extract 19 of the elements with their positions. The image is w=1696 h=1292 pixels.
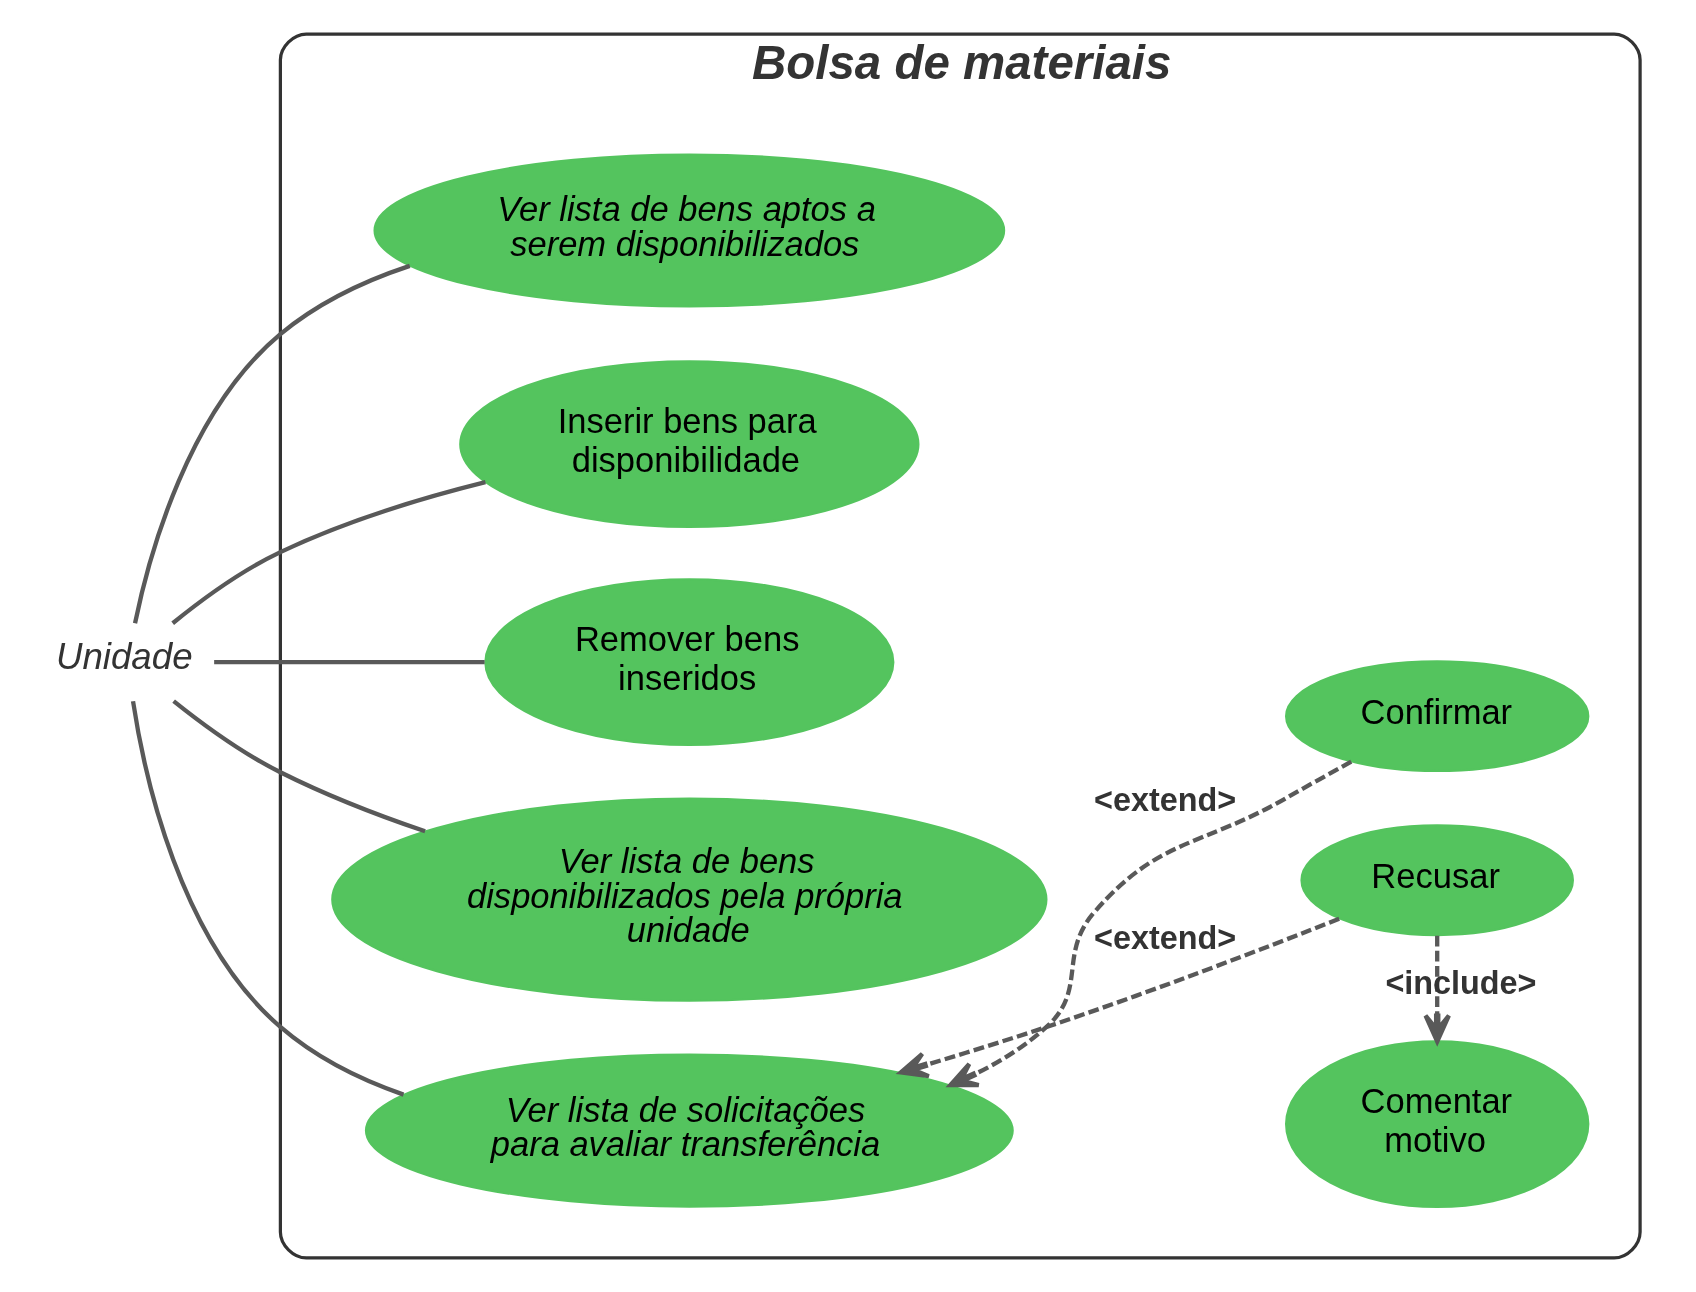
node-ellipse: Remover bens inseridos [484,578,895,747]
node-ellipse: Ver lista de bens aptos a serem disponibilizados [373,153,1006,308]
arrow [898,916,1340,1079]
edge-label: <extend> [1093,782,1237,819]
connector [172,699,426,834]
connector [130,700,405,1097]
node-ellipse: Inserir bens para disponibilidade [459,360,920,529]
arrow [948,759,1353,1088]
connector [214,660,485,665]
connector [132,263,411,624]
node-ellipse: Confirmar [1285,660,1590,773]
edge-label: <include> [1385,964,1537,1001]
node-ellipse: Recusar [1300,824,1574,937]
node-text: Unidade [55,635,193,677]
edge-label: <extend> [1093,920,1237,957]
node-ellipse: Ver lista de bens disponibilizados pela própria unidade [331,797,1048,1002]
connector [171,480,486,625]
arrow [1423,935,1451,1044]
node-ellipse: Comentar motivo [1285,1040,1590,1208]
